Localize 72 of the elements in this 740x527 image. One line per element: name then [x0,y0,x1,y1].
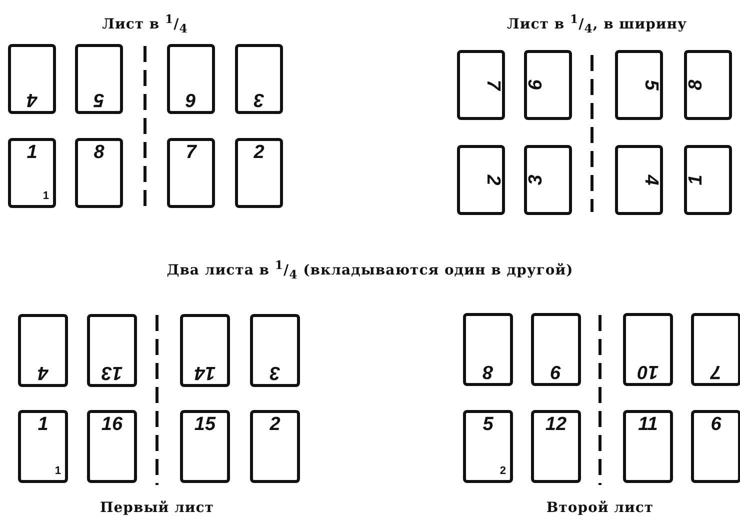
page-box [250,314,300,387]
page-box [691,313,740,386]
page-number: 5 [94,89,104,109]
signature-mark: 1 [54,465,61,477]
page-box [531,313,581,386]
heading: Лист в $^{1}$/$_{4}$, в ширину [507,12,687,36]
page-box [691,410,740,483]
page-number: 2 [254,143,264,163]
page-number: 7 [710,361,722,381]
page-number: 4 [38,362,48,382]
page-number: 1 [26,143,38,163]
page-number: 5 [482,415,494,435]
page-number: 11 [638,415,658,435]
page-number: 12 [545,415,567,435]
page-number: 14 [194,362,216,382]
page-box [18,314,68,387]
page-box [623,410,673,483]
page-box [8,44,56,114]
page-number: 15 [194,415,216,435]
page-box [623,313,673,386]
page-box [250,410,300,483]
page-box [87,410,137,483]
page-number: 8 [686,80,706,90]
heading: Второй лист [546,500,654,516]
page-number: 4 [26,89,38,109]
page-number: 9 [550,361,562,381]
page-box [684,50,732,120]
page-number: 3 [526,174,546,186]
page-box [531,410,581,483]
page-box [180,410,230,483]
signature-mark: 1 [42,190,49,202]
page-box [524,50,572,120]
heading: Лист в $^{1}$/$_{4}$ [102,12,188,36]
page-number: 5 [640,80,661,90]
signature-mark: 2 [500,465,506,477]
page-box [457,50,505,120]
page-box [8,138,56,208]
page-number: 7 [482,80,503,90]
page-box [463,410,513,483]
page-number: 2 [270,415,280,435]
page-number: 3 [270,362,280,382]
page-box [684,145,732,215]
page-box [167,138,215,208]
page-number: 1 [686,174,706,186]
page-number: 4 [640,174,661,186]
page-number: 16 [101,415,123,435]
page-number: 10 [637,361,659,381]
page-number: 2 [482,174,503,186]
page-box [75,138,123,208]
page-number: 6 [186,89,196,109]
heading: Первый лист [100,500,214,516]
page-box [235,138,283,208]
page-number: 1 [38,415,48,435]
page-box [524,145,572,215]
page-number: 7 [186,143,196,163]
page-number: 8 [94,143,104,163]
page-box [180,314,230,387]
page-box [167,44,215,114]
page-number: 6 [710,415,722,435]
page-box [463,313,513,386]
page-number: 8 [482,361,494,381]
page-box [235,44,283,114]
page-number: 6 [526,80,546,90]
page-number: 3 [254,89,264,109]
page-box [615,50,663,120]
page-box [615,145,663,215]
page-box [18,410,68,483]
page-box [75,44,123,114]
page-box [87,314,137,387]
heading: Два листа в $^{1}$/$_{4}$ (вкладываются один в другой) [166,258,574,282]
page-number: 13 [101,362,123,382]
page-box [457,145,505,215]
